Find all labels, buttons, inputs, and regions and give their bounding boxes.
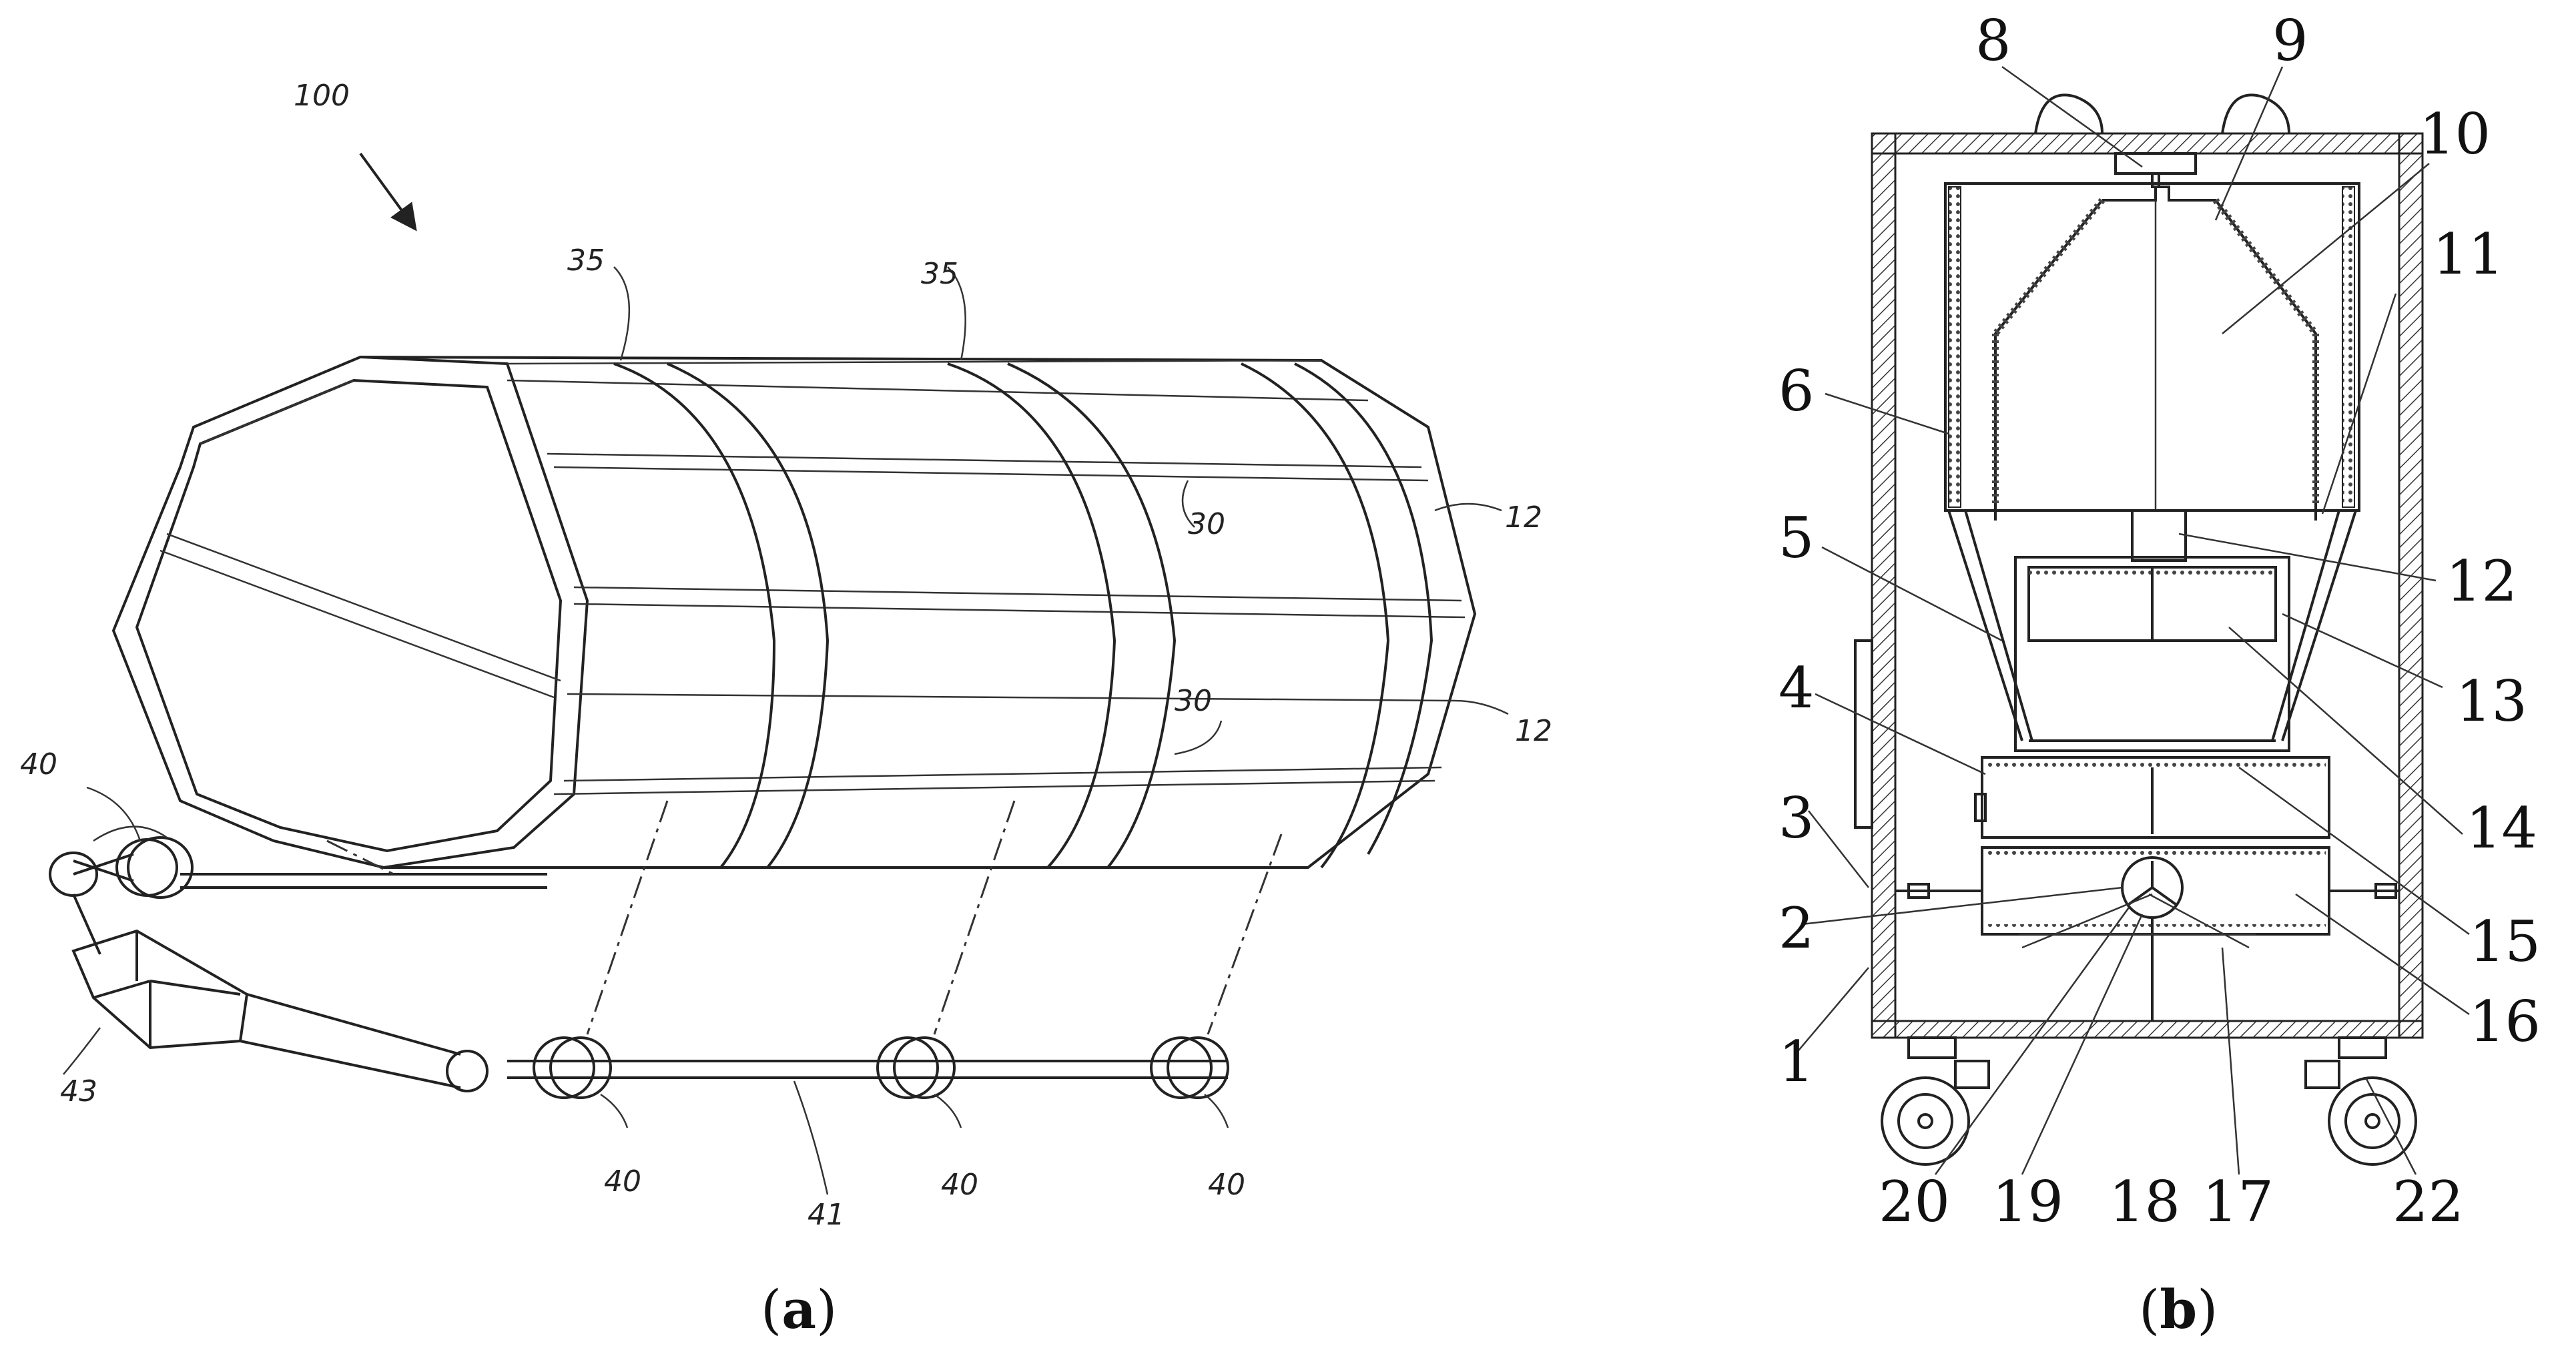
leader-35-b <box>947 266 966 361</box>
caption-b-letter: b <box>2160 1278 2197 1341</box>
panel-b-drawing: 8 9 10 11 6 5 12 13 4 3 14 2 15 1 16 20 … <box>1779 8 2541 1341</box>
caption-b: (b) <box>2139 1278 2218 1341</box>
leader-lines-b <box>1795 65 2470 1175</box>
label-17: 17 <box>2202 1169 2274 1235</box>
octagonal-drum <box>111 355 1477 870</box>
cabinet <box>1854 93 2424 1039</box>
leader-30-b <box>1174 720 1223 755</box>
label-4: 4 <box>1779 655 1814 721</box>
panel-a-drawing: 100 35 35 30 30 12 12 40 40 40 40 41 43 … <box>20 79 1552 1341</box>
label-12: 12 <box>2446 549 2517 614</box>
ref-40-left: 40 <box>20 747 57 781</box>
pointer-arrow-100 <box>359 152 417 232</box>
label-10: 10 <box>2419 101 2491 167</box>
label-19: 19 <box>1992 1169 2063 1235</box>
upper-hopper <box>1944 182 2360 521</box>
ref-41: 41 <box>808 1198 845 1232</box>
label-18: 18 <box>2109 1169 2180 1235</box>
ref-100: 100 <box>294 79 350 113</box>
label-2: 2 <box>1779 896 1814 961</box>
ref-40-b: 40 <box>941 1168 978 1202</box>
leader-30-a <box>1181 480 1195 528</box>
ref-35-right: 35 <box>921 257 958 291</box>
label-6: 6 <box>1779 358 1814 424</box>
ref-35-left: 35 <box>567 244 605 278</box>
label-15: 15 <box>2469 909 2541 974</box>
ref-30-top: 30 <box>1188 507 1225 541</box>
caption-a-letter: a <box>781 1278 816 1341</box>
ref-40-a: 40 <box>604 1164 641 1199</box>
caption-a: (a) <box>761 1278 837 1341</box>
label-5: 5 <box>1779 505 1814 571</box>
middle-box <box>2014 556 2290 752</box>
leader-35-a <box>613 266 631 361</box>
label-9: 9 <box>2272 8 2308 73</box>
label-22: 22 <box>2392 1169 2464 1235</box>
lower-box <box>1895 756 2399 1021</box>
label-20: 20 <box>1879 1169 1950 1235</box>
ref-40-c: 40 <box>1208 1168 1245 1202</box>
roller-assembly <box>49 800 1283 1099</box>
label-8: 8 <box>1975 8 2011 73</box>
leader-12-a <box>1434 502 1502 512</box>
label-3: 3 <box>1779 785 1814 851</box>
ref-43: 43 <box>60 1074 97 1108</box>
ref-12-bottom: 12 <box>1515 714 1552 748</box>
ref-30-bottom: 30 <box>1175 684 1212 718</box>
caster-wheels <box>1881 1036 2417 1166</box>
ref-12-top: 12 <box>1505 500 1542 535</box>
leader-12-b <box>1454 699 1509 715</box>
label-14: 14 <box>2466 795 2537 861</box>
label-11: 11 <box>2433 222 2504 287</box>
label-13: 13 <box>2456 669 2527 734</box>
label-16: 16 <box>2469 989 2541 1054</box>
label-1: 1 <box>1779 1029 1814 1094</box>
